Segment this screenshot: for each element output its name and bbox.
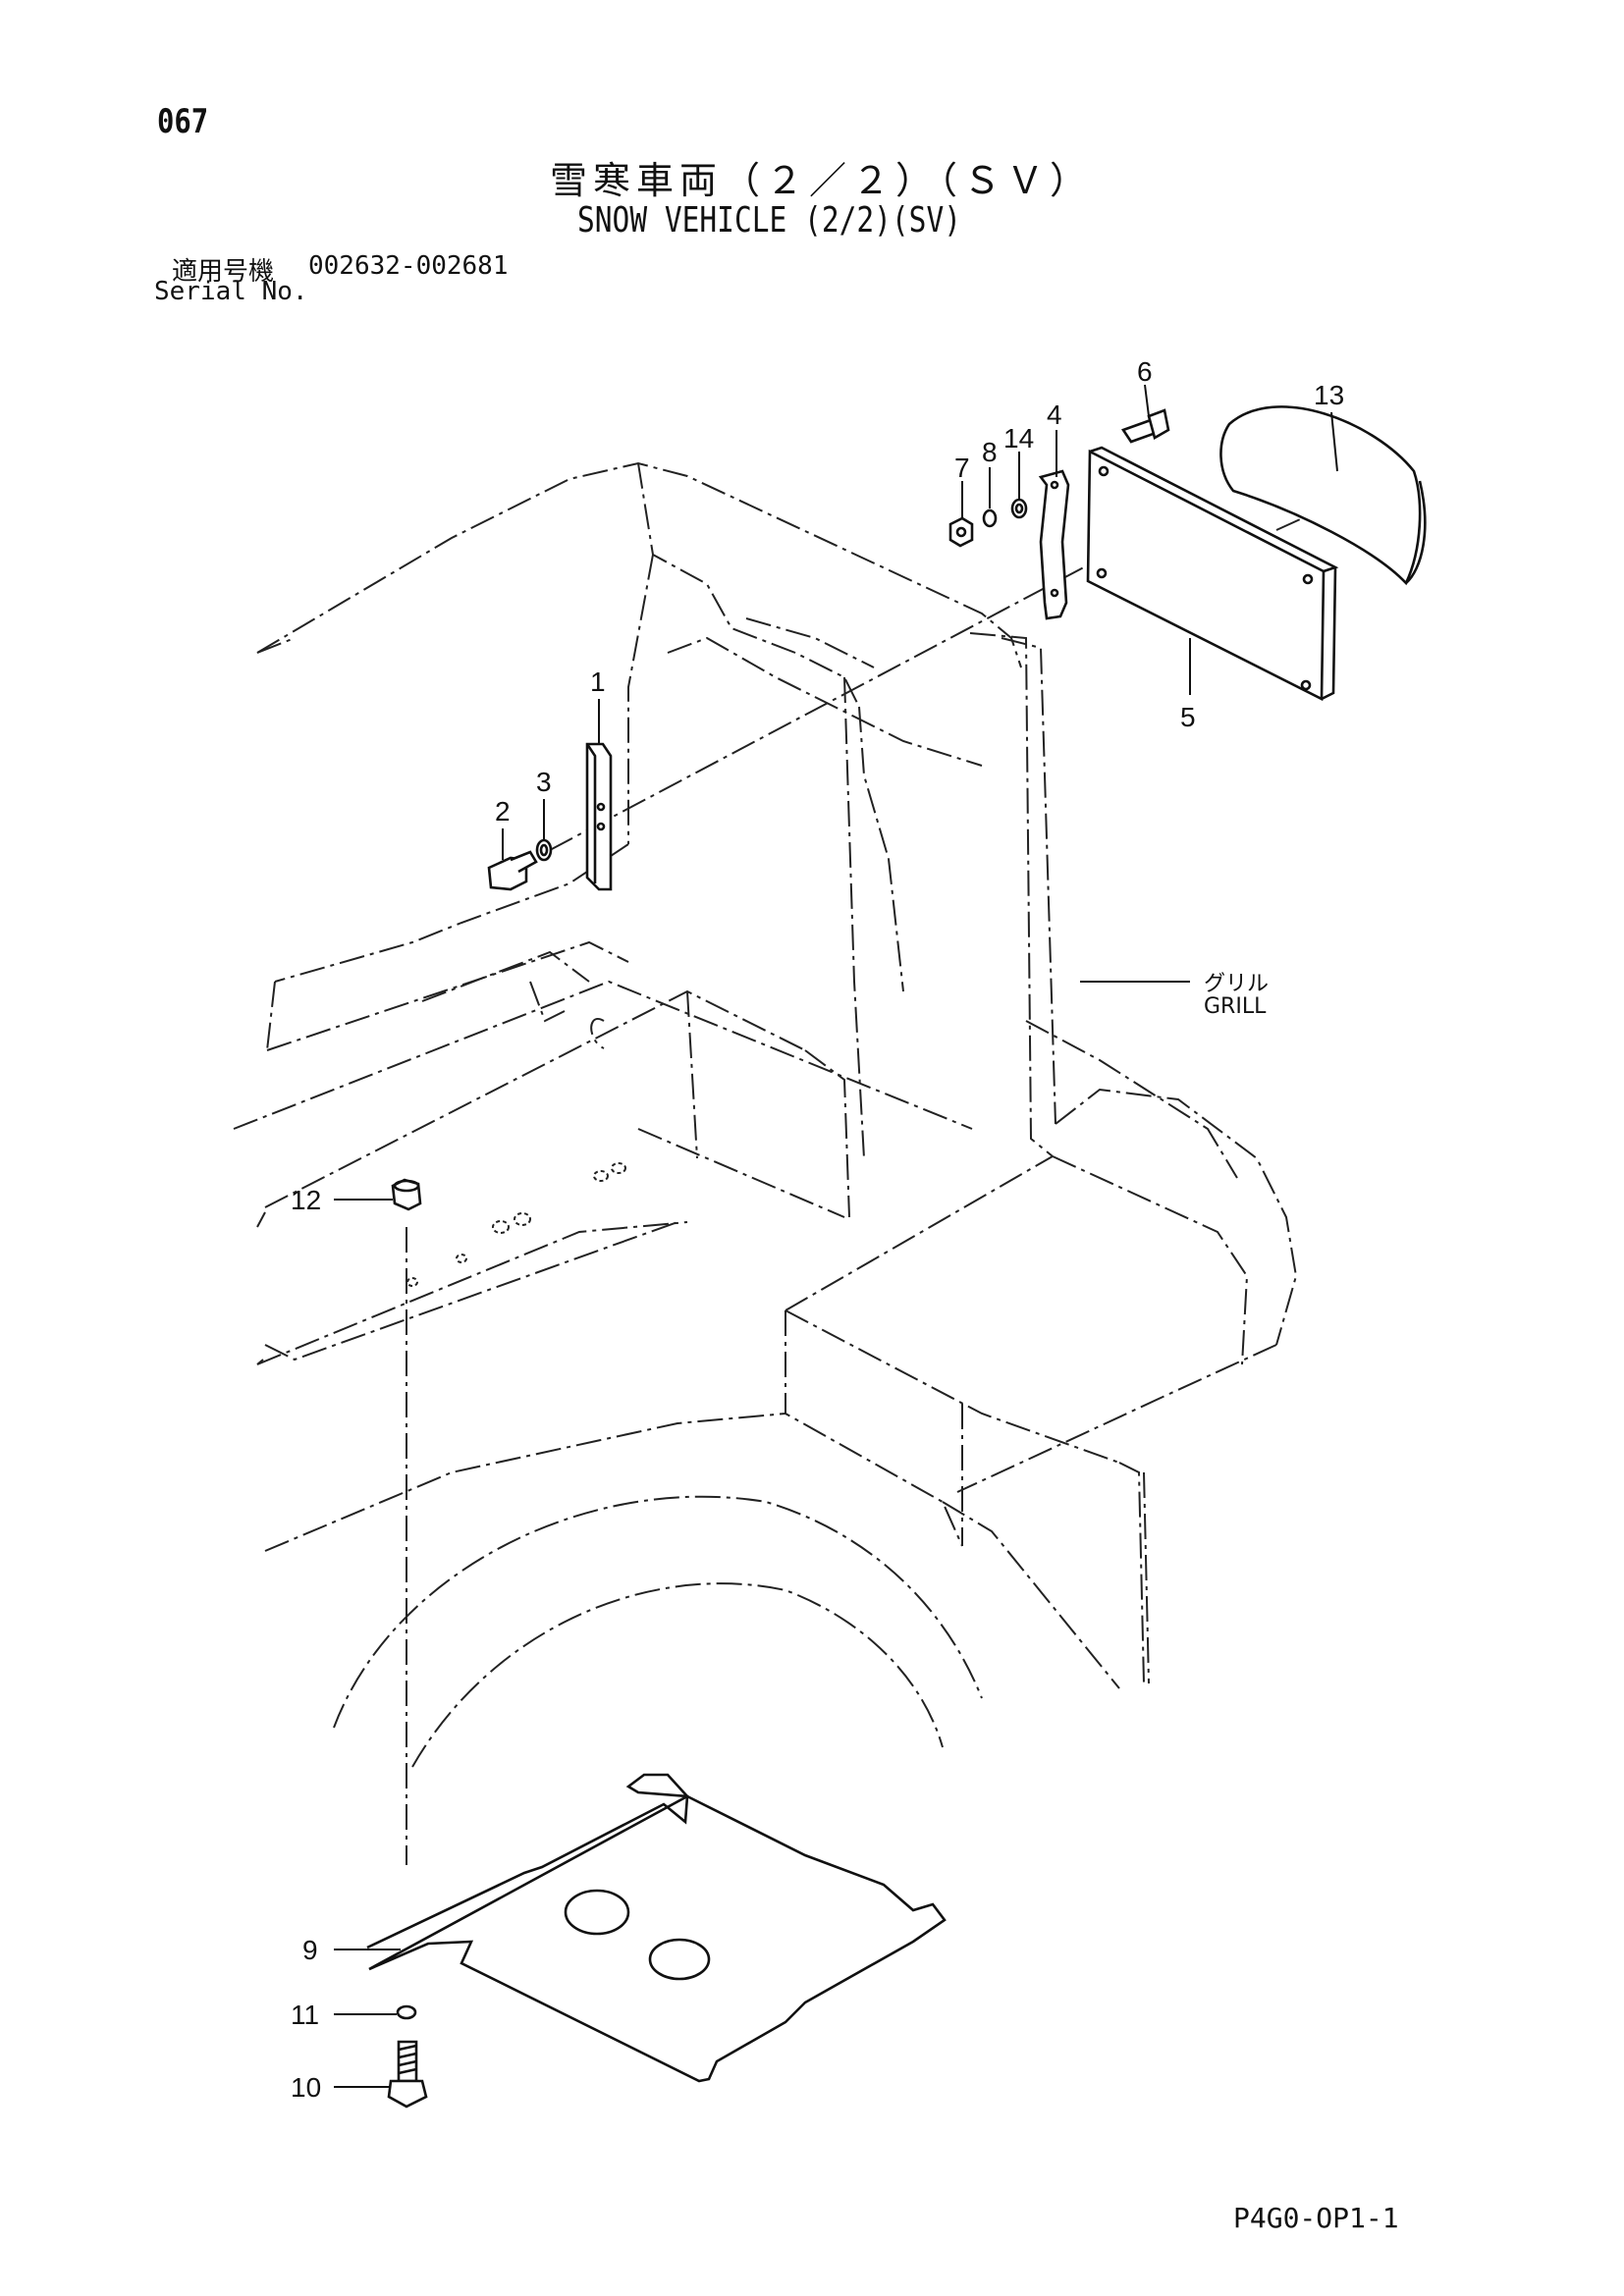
page-title-jp: 雪寒車両（２／２）（ＳＶ） [550, 159, 1094, 202]
callout-13: 13 [1314, 380, 1344, 410]
callout-3: 3 [536, 767, 552, 797]
part-13-cover [1219, 405, 1427, 586]
part-5-plate [1086, 446, 1339, 702]
frame-holes [406, 1162, 626, 1287]
callout-2: 2 [495, 796, 511, 827]
part-4-bracket [1038, 469, 1070, 620]
callout-6: 6 [1137, 356, 1153, 387]
serial-range: 002632-002681 [308, 251, 509, 281]
part-14-washer [1010, 498, 1028, 519]
callout-1: 1 [590, 667, 606, 697]
callout-10: 10 [291, 2072, 321, 2103]
part-2-bolt [487, 850, 538, 891]
part-10-bolt [387, 2040, 428, 2109]
callout-5: 5 [1180, 702, 1196, 732]
part-1-bracket [585, 742, 613, 891]
callout-14: 14 [1003, 423, 1034, 454]
part-3-washer [535, 838, 553, 862]
page-code: P4G0-OP1-1 [1233, 2202, 1399, 2234]
callout-7: 7 [954, 453, 970, 483]
assembly-axes [406, 480, 1385, 1865]
callout-8: 8 [982, 437, 998, 467]
leader-lines [334, 384, 1338, 2088]
part-7-nut [948, 516, 974, 548]
grill-label-en: GRILL [1204, 994, 1267, 1019]
callout-4: 4 [1047, 400, 1062, 430]
callout-11: 11 [291, 2000, 319, 2030]
page-title-en: SNOW VEHICLE (2/2)(SV) [577, 200, 961, 240]
part-6-bolt [1120, 408, 1170, 444]
part-8-washer [982, 508, 998, 528]
callout-9: 9 [302, 1935, 318, 1965]
part-11-washer [396, 2004, 417, 2020]
part-9-plate [366, 1773, 947, 2083]
serial-label-jp: 適用号機 [172, 257, 275, 287]
callout-numbers: 1 2 3 4 5 6 7 8 9 10 11 12 13 14 [291, 356, 1344, 2103]
grill-label-jp: グリル [1204, 972, 1270, 996]
part-12-nut [391, 1178, 422, 1211]
serial-label-en: Serial No. [154, 277, 308, 306]
page-number: 067 [157, 102, 209, 141]
machine-body-outline [233, 461, 1298, 1768]
callout-12: 12 [291, 1185, 321, 1215]
